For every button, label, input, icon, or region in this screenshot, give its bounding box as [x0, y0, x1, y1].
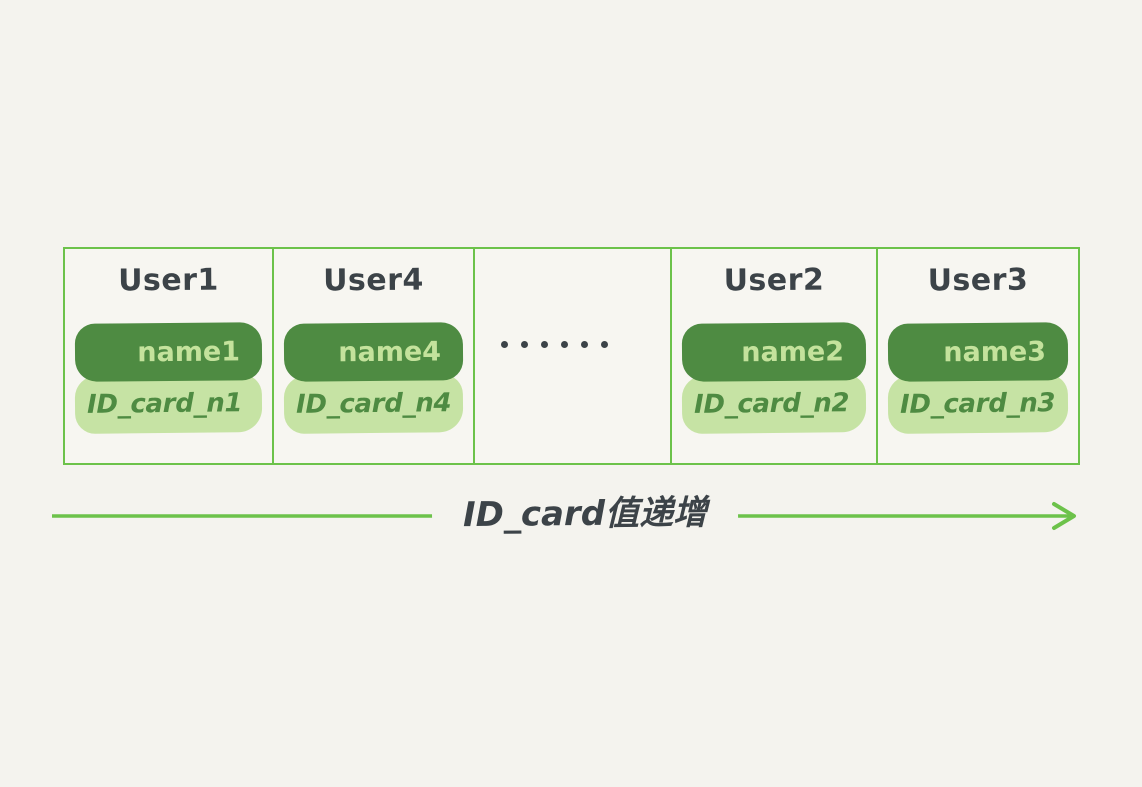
- ellipsis-dot: [581, 341, 588, 348]
- user-cell-3: User2 name2 ID_card_n2: [672, 249, 878, 463]
- name-pill: name4: [283, 322, 464, 382]
- user-cell-pills: name1 ID_card_n1: [74, 322, 263, 434]
- ellipsis-cell: [475, 249, 672, 463]
- name-pill: name1: [74, 322, 263, 382]
- ellipsis-dot: [501, 341, 508, 348]
- user-cell-title: User2: [723, 262, 825, 299]
- name-pill: name2: [681, 322, 867, 382]
- user-cell-4: User3 name3 ID_card_n3: [878, 249, 1078, 463]
- id-card-pill: ID_card_n3: [887, 374, 1069, 434]
- user-cell-pills: name2 ID_card_n2: [681, 322, 867, 434]
- ellipsis-dot: [541, 341, 548, 348]
- ellipsis-dot: [601, 341, 608, 348]
- user-cell-pills: name3 ID_card_n3: [887, 322, 1069, 434]
- ellipsis-dot: [521, 341, 528, 348]
- user-cell-2: User4 name4 ID_card_n4: [274, 249, 475, 463]
- user-table: User1 name1 ID_card_n1 User4 name4 ID_ca…: [63, 247, 1080, 465]
- name-pill: name3: [887, 322, 1069, 382]
- axis-caption: ID_card值递增: [431, 484, 739, 537]
- user-cell-pills: name4 ID_card_n4: [283, 322, 464, 434]
- id-card-pill: ID_card_n1: [74, 374, 263, 434]
- user-cell-title: User3: [927, 262, 1029, 299]
- id-card-pill: ID_card_n4: [283, 374, 464, 434]
- ellipsis-dot: [561, 341, 568, 348]
- increasing-axis: ID_card值递增: [52, 484, 1086, 546]
- user-cell-1: User1 name1 ID_card_n1: [65, 249, 274, 463]
- user-cell-title: User1: [118, 262, 219, 299]
- ellipsis-icon: [501, 341, 608, 348]
- user-cell-title: User4: [323, 262, 424, 299]
- id-card-pill: ID_card_n2: [681, 374, 867, 434]
